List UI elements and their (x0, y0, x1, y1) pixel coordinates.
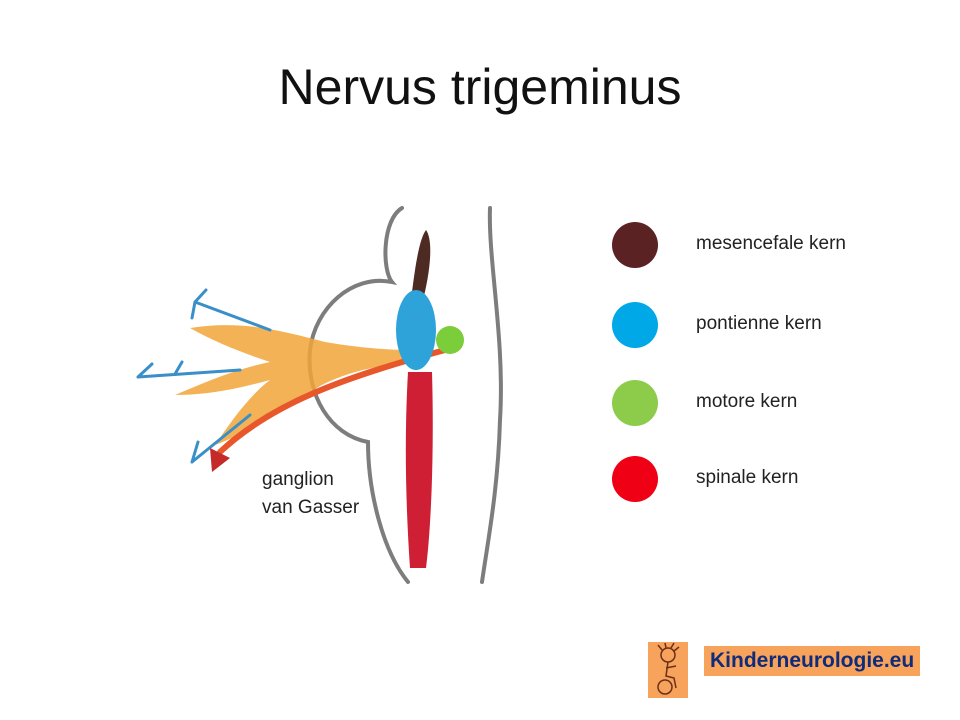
trigeminal-nerve-drawing (136, 206, 503, 584)
legend-label-spinal: spinale kern (696, 467, 799, 488)
legend-dot-motor (612, 380, 658, 426)
pontine-nucleus (396, 290, 436, 370)
page-title: Nervus trigeminus (278, 59, 682, 115)
ganglion-fibers (175, 325, 410, 445)
legend-dot-spinal (612, 456, 658, 502)
site-logo: Kinderneurologie.eu (648, 642, 921, 698)
logo-text: Kinderneurologie.eu (704, 646, 921, 676)
ganglion-label-line2: van Gasser (262, 497, 360, 518)
legend-item-spinal: spinale kern (608, 456, 928, 502)
ganglion-label-line1: ganglion (262, 469, 334, 490)
spinal-nucleus (405, 372, 433, 568)
legend-item-motor: motore kern (608, 380, 928, 426)
legend-dot-pontine (612, 302, 658, 348)
legend-label-motor: motore kern (696, 391, 798, 412)
legend-label-mesencephalic: mesencefale kern (696, 233, 846, 254)
legend-dot-mesencephalic (612, 222, 658, 268)
red-arrow-tip (210, 448, 230, 472)
motor-nucleus (436, 326, 464, 354)
brainstem-outline-left (307, 206, 410, 584)
legend-item-mesencephalic: mesencefale kern (608, 222, 928, 268)
mesencephalic-nucleus (412, 230, 431, 296)
brainstem-outline-right (480, 206, 503, 584)
branch-maxillary (136, 360, 242, 379)
branch-ophthalmic (190, 288, 272, 332)
legend-label-pontine: pontienne kern (696, 313, 822, 334)
branch-mandibular (190, 413, 252, 464)
legend-item-pontine: pontienne kern (608, 302, 928, 348)
ganglion-label: ganglion van Gasser (262, 466, 359, 522)
logo-child-icon (648, 642, 688, 698)
